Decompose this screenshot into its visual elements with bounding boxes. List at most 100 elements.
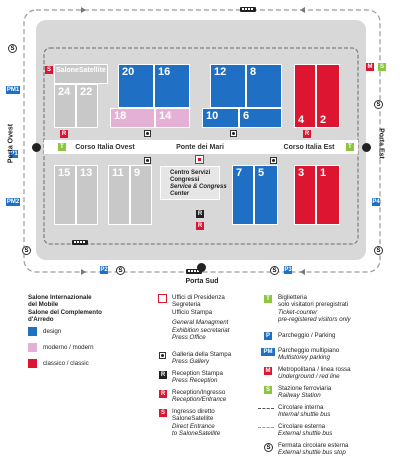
- parking-p2-badge[interactable]: P2: [100, 266, 108, 274]
- entrance-east-badge[interactable]: R: [303, 130, 311, 138]
- hall-5-label: 5: [258, 167, 265, 179]
- press-reception-badge[interactable]: R: [196, 210, 204, 218]
- ticket-counter-west-badge[interactable]: T: [58, 143, 66, 151]
- hall-24-label: 24: [58, 86, 71, 98]
- legend-parking-icon: P: [264, 332, 272, 340]
- road-ponte-dei-mari: Ponte dei Mari: [160, 141, 240, 153]
- hall-9-label: 9: [134, 167, 141, 179]
- hall-12[interactable]: 12: [210, 64, 246, 108]
- shuttle-stop-icon-sw[interactable]: S: [116, 266, 125, 275]
- hall-15-label: 15: [58, 167, 71, 179]
- external-shuttle-bus-icon-1: [240, 7, 256, 12]
- internal-shuttle-bus-icon-1: [72, 240, 88, 245]
- shuttle-stop-icon-w[interactable]: S: [22, 246, 31, 255]
- press-gallery-marker-3[interactable]: [144, 157, 151, 164]
- hall-1[interactable]: 1: [316, 165, 340, 225]
- legend-shuttle-stop-icon: S: [264, 443, 273, 452]
- hall-3-label: 3: [298, 167, 305, 179]
- shuttle-stop-icon-ne[interactable]: S: [374, 100, 383, 109]
- hall-14-label: 14: [159, 110, 172, 122]
- shuttle-stop-icon-se[interactable]: S: [270, 266, 279, 275]
- press-gallery-marker-2[interactable]: [230, 130, 237, 137]
- legend-railway-icon: S: [264, 386, 272, 394]
- hall-2[interactable]: 2: [316, 64, 340, 128]
- legend-ticket-icon: T: [264, 295, 272, 303]
- shuttle-stop-icon-nw[interactable]: S: [8, 44, 17, 53]
- external-shuttle-bus-icon-2: [186, 269, 202, 274]
- press-gallery-marker-4[interactable]: [270, 157, 277, 164]
- gate-south-label[interactable]: Porta Sud: [185, 278, 219, 285]
- parking-p4-badge[interactable]: P4: [372, 198, 380, 206]
- press-gallery-marker-1[interactable]: [144, 130, 151, 137]
- service-center-line4: Center: [170, 191, 190, 197]
- hall-24[interactable]: 24: [54, 84, 76, 128]
- hall-7[interactable]: 7: [232, 165, 254, 225]
- salone-satellite-block[interactable]: [54, 64, 108, 84]
- railway-station-badge[interactable]: S: [378, 63, 386, 71]
- hall-4-label: 4: [298, 114, 305, 126]
- hall-13[interactable]: 13: [76, 165, 98, 225]
- service-congress-center[interactable]: [160, 166, 220, 200]
- hall-3[interactable]: 3: [294, 165, 316, 225]
- hall-10[interactable]: 10: [202, 108, 239, 128]
- gate-west-arrow-icon: [32, 143, 41, 152]
- hall-16-label: 16: [158, 66, 171, 78]
- hall-22[interactable]: 22: [76, 84, 98, 128]
- hall-14[interactable]: 14: [155, 108, 190, 128]
- ticket-counter-east-badge[interactable]: T: [346, 143, 354, 151]
- shuttle-stop-icon-e[interactable]: S: [374, 246, 383, 255]
- entrance-south-badge[interactable]: R: [196, 222, 204, 230]
- hall-10-label: 10: [206, 110, 219, 122]
- legend-press-reception-icon: R: [159, 371, 167, 379]
- legend-moderno-swatch: [28, 343, 37, 352]
- legend-external-shuttle-line: [258, 427, 274, 428]
- gate-east-label[interactable]: Porta Est: [377, 128, 385, 159]
- service-center-line2: Congressi: [170, 177, 200, 183]
- legend-moderno: moderno / modern: [43, 344, 94, 351]
- presidency-office-marker[interactable]: [195, 155, 204, 164]
- hall-11[interactable]: 11: [108, 165, 130, 225]
- legend-parking: Parcheggio / Parking: [278, 332, 336, 339]
- hall-11-label: 11: [112, 167, 124, 179]
- hall-18[interactable]: 18: [110, 108, 155, 128]
- satellite-entrance-badge[interactable]: S: [45, 66, 53, 74]
- hall-15[interactable]: 15: [54, 165, 76, 225]
- road-corso-italia-est: Corso Italia Est: [274, 141, 344, 153]
- hall-7-label: 7: [236, 167, 243, 179]
- entrance-west-badge[interactable]: R: [60, 130, 68, 138]
- parking-pm1-badge[interactable]: PM1: [6, 86, 20, 94]
- legend-presidency-icon: [158, 294, 167, 303]
- hall-9[interactable]: 9: [130, 165, 152, 225]
- legend-satellite-icon: S: [159, 409, 167, 417]
- hall-20[interactable]: 20: [118, 64, 154, 108]
- legend-entrance-icon: R: [159, 390, 167, 398]
- hall-16[interactable]: 16: [154, 64, 190, 108]
- parking-pm2-badge[interactable]: PM2: [6, 198, 20, 206]
- hall-4[interactable]: 4: [294, 64, 316, 128]
- parking-p3-badge[interactable]: P3: [284, 266, 292, 274]
- legend-metro-icon: M: [264, 367, 272, 375]
- legend-internal-shuttle-line: [258, 408, 274, 409]
- parking-p1-badge[interactable]: P1: [10, 150, 18, 158]
- hall-22-label: 22: [80, 86, 93, 98]
- legend-classico-swatch: [28, 359, 37, 368]
- hall-20-label: 20: [122, 66, 135, 78]
- metro-station-badge[interactable]: M: [366, 63, 374, 71]
- gate-east-arrow-icon: [362, 143, 371, 152]
- legend-multistorey-icon: PM: [261, 348, 275, 356]
- hall-5[interactable]: 5: [254, 165, 278, 225]
- hall-8[interactable]: 8: [246, 64, 282, 108]
- gate-west-label[interactable]: Porta Ovest: [7, 123, 15, 164]
- service-center-line3: Service & Congress: [170, 184, 227, 190]
- hall-6[interactable]: 6: [239, 108, 282, 128]
- legend-design-swatch: [28, 327, 37, 336]
